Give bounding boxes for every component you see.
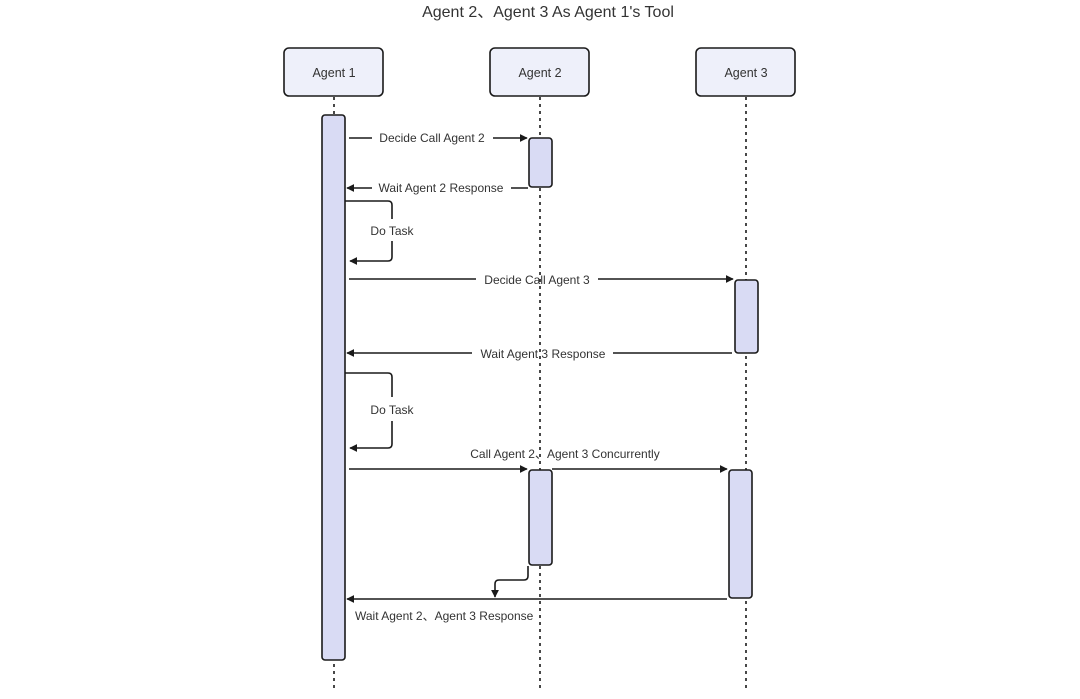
message-wait-agent-2-response[interactable]: Wait Agent 2 Response xyxy=(346,181,528,195)
message-decide-call-agent-2[interactable]: Decide Call Agent 2 xyxy=(349,131,528,145)
activation-agent-3-concurrent xyxy=(728,469,753,599)
participant-agent-1[interactable]: Agent 1 xyxy=(283,47,384,97)
participant-box xyxy=(695,47,796,97)
message-decide-call-agent-3[interactable]: Decide Call Agent 3 xyxy=(349,270,734,287)
arrow-down-icon xyxy=(491,566,529,598)
arrow-left-icon xyxy=(349,241,393,265)
message-label: Do Task xyxy=(370,224,414,238)
participant-label: Agent 3 xyxy=(724,66,767,80)
participant-agent-2[interactable]: Agent 2 xyxy=(489,47,590,97)
arrow-left-icon xyxy=(349,421,393,452)
activation-agent-1 xyxy=(321,114,346,661)
message-wait-agent-3-response[interactable]: Wait Agent 3 Response xyxy=(346,347,732,361)
activation-agent-2-first xyxy=(528,137,553,188)
diagram-title: Agent 2、Agent 3 As Agent 1's Tool xyxy=(422,4,674,21)
message-label: Wait Agent 2 Response xyxy=(379,181,504,195)
activation-agent-3-first xyxy=(734,279,759,354)
message-do-task-2[interactable]: Do Task xyxy=(345,372,415,452)
message-wait-concurrent-response[interactable]: Wait Agent 2、Agent 3 Response xyxy=(346,566,727,623)
message-label: Wait Agent 3 Response xyxy=(481,347,606,361)
activation-agent-2-concurrent xyxy=(528,469,553,566)
message-call-concurrently[interactable]: Call Agent 2、Agent 3 Concurrently xyxy=(349,447,728,473)
message-label: Call Agent 2、Agent 3 Concurrently xyxy=(470,447,659,461)
message-label: Do Task xyxy=(370,403,414,417)
participant-box xyxy=(283,47,384,97)
message-label: Decide Call Agent 3 xyxy=(484,273,590,287)
message-label: Decide Call Agent 2 xyxy=(379,131,485,145)
participant-label: Agent 2 xyxy=(518,66,561,80)
participant-box xyxy=(489,47,590,97)
message-do-task-1[interactable]: Do Task xyxy=(345,200,415,265)
participant-agent-3[interactable]: Agent 3 xyxy=(695,47,796,97)
message-label: Wait Agent 2、Agent 3 Response xyxy=(355,609,534,623)
participant-label: Agent 1 xyxy=(312,66,355,80)
